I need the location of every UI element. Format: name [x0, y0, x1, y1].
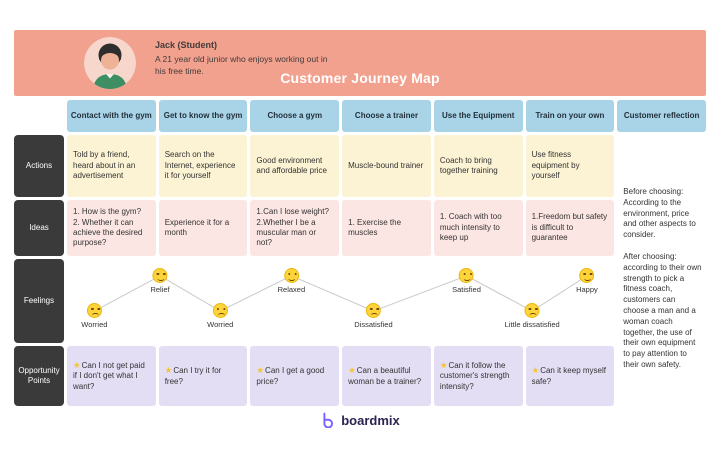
boardmix-logo-text[interactable]: boardmix — [341, 412, 400, 428]
cell-text: 1. Coach with too much intensity to keep… — [439, 212, 502, 243]
feeling-label: Relief — [150, 284, 170, 294]
persona-info: Jack (Student) A 21 year old junior who … — [155, 40, 333, 78]
cell-text: Can it keep myself safe? — [531, 366, 606, 386]
opportunity-cell-5[interactable]: ★Can it follow the customer's strength i… — [433, 346, 523, 406]
actions-cell-3[interactable]: Good environment and affordable price — [250, 135, 340, 197]
star-icon: ★ — [164, 365, 173, 376]
column-header-train-own[interactable]: Train on your own — [525, 100, 615, 132]
cell-text: Can I get a good price? — [256, 366, 325, 386]
ideas-cell-1[interactable]: 1. How is the gym? 2. Whether it can ach… — [67, 200, 156, 256]
footer: boardmix — [0, 412, 720, 428]
star-icon: ★ — [531, 365, 540, 376]
row-label-opportunity-points[interactable]: Opportunity Points — [14, 346, 64, 406]
actions-cell-1[interactable]: Told by a friend, heard about in an adve… — [67, 135, 156, 197]
feeling-point[interactable]: Satisfied — [452, 267, 481, 295]
opportunity-cell-1[interactable]: ★Can I not get paid if I don't get what … — [67, 346, 156, 406]
cell-text: Experience it for a month — [164, 217, 230, 237]
feeling-label: Relaxed — [277, 284, 306, 294]
sad-face-icon — [86, 303, 102, 319]
page-title: Customer Journey Map — [280, 70, 440, 86]
sad-face-icon — [212, 303, 228, 319]
ideas-cell-2[interactable]: Experience it for a month — [158, 200, 248, 256]
actions-cell-4[interactable]: Muscle-bound trainer — [342, 135, 431, 197]
feeling-label: Satisfied — [452, 284, 481, 294]
star-icon: ★ — [256, 365, 265, 376]
persona-description: A 21 year old junior who enjoys working … — [155, 54, 328, 76]
cell-text: Can it follow the customer's strength in… — [439, 360, 510, 391]
row-label-actions[interactable]: Actions — [14, 135, 64, 197]
star-icon: ★ — [439, 359, 448, 370]
ideas-cell-3[interactable]: 1.Can I lose weight? 2.Whether I be a mu… — [250, 200, 340, 256]
feeling-point[interactable]: Worried — [81, 303, 107, 330]
opportunity-cell-3[interactable]: ★Can I get a good price? — [250, 346, 340, 406]
cell-text: Can I try it for free? — [164, 366, 222, 386]
actions-cell-2[interactable]: Search on the Internet, experience it fo… — [158, 135, 248, 197]
cell-text: Coach to bring together training — [439, 155, 498, 175]
column-header-use-equipment[interactable]: Use the Equipment — [433, 100, 523, 132]
actions-cell-6[interactable]: Use fitness equipment by yourself — [525, 135, 615, 197]
reflection-before-text: Before choosing: According to the enviro… — [623, 187, 696, 240]
star-icon: ★ — [73, 359, 81, 370]
ideas-cell-6[interactable]: 1.Freedom but safety is difficult to gua… — [525, 200, 615, 256]
feelings-curve — [67, 259, 614, 343]
feeling-point[interactable]: Relief — [150, 267, 170, 295]
feeling-point[interactable]: Relaxed — [277, 267, 306, 295]
feeling-label: Worried — [81, 320, 108, 330]
cell-text: Can a beautiful woman be a trainer? — [348, 366, 422, 386]
cell-text: Told by a friend, heard about in an adve… — [73, 150, 136, 181]
happy-face-icon — [459, 267, 474, 283]
sad-face-icon — [524, 303, 540, 319]
feeling-point[interactable]: Worried — [207, 303, 233, 330]
opportunity-cell-4[interactable]: ★Can a beautiful woman be a trainer? — [342, 346, 431, 406]
ideas-cell-4[interactable]: 1. Exercise the muscles — [342, 200, 431, 256]
cell-text: Search on the Internet, experience it fo… — [164, 150, 236, 181]
feeling-point[interactable]: Happy — [576, 267, 598, 295]
row-label-ideas[interactable]: Ideas — [14, 200, 64, 256]
feeling-label: Little dissatisfied — [504, 320, 560, 330]
cell-text: Use fitness equipment by yourself — [531, 150, 580, 181]
feeling-label: Dissatisfied — [354, 320, 393, 330]
star-icon: ★ — [348, 365, 356, 376]
column-header-know-gym[interactable]: Get to know the gym — [158, 100, 248, 132]
reflection-cell[interactable]: Before choosing: According to the enviro… — [617, 135, 706, 406]
happy-face-icon — [152, 267, 168, 283]
avatar — [84, 37, 136, 89]
happy-face-icon — [579, 267, 595, 283]
opportunity-cell-2[interactable]: ★Can I try it for free? — [158, 346, 248, 406]
table-corner — [14, 100, 64, 132]
actions-cell-5[interactable]: Coach to bring together training — [433, 135, 523, 197]
boardmix-logo-icon[interactable] — [320, 412, 336, 428]
cell-text: 1.Can I lose weight? 2.Whether I be a mu… — [256, 207, 329, 248]
cell-text: 1. Exercise the muscles — [348, 217, 402, 237]
column-header-choose-trainer[interactable]: Choose a trainer — [342, 100, 431, 132]
reflection-after-text: After choosing: according to their own s… — [623, 251, 702, 369]
person-avatar-icon — [84, 37, 136, 89]
row-label-feelings[interactable]: Feelings — [14, 259, 64, 343]
column-header-choose-gym[interactable]: Choose a gym — [250, 100, 340, 132]
persona-banner: Jack (Student) A 21 year old junior who … — [14, 30, 706, 96]
journey-table: Contact with the gym Get to know the gym… — [14, 100, 706, 406]
feeling-point[interactable]: Little dissatisfied — [505, 303, 560, 330]
cell-text: 1. How is the gym? 2. Whether it can ach… — [73, 207, 143, 248]
opportunity-cell-6[interactable]: ★Can it keep myself safe? — [525, 346, 615, 406]
column-header-customer-reflection[interactable]: Customer reflection — [617, 100, 706, 132]
cell-text: 1.Freedom but safety is difficult to gua… — [531, 212, 608, 243]
ideas-cell-5[interactable]: 1. Coach with too much intensity to keep… — [433, 200, 523, 256]
persona-name: Jack (Student) — [155, 40, 218, 50]
cell-text: Muscle-bound trainer — [348, 160, 424, 170]
feeling-label: Happy — [576, 284, 598, 294]
column-header-contact-gym[interactable]: Contact with the gym — [67, 100, 156, 132]
feeling-label: Worried — [207, 320, 234, 330]
feeling-point[interactable]: Dissatisfied — [354, 303, 393, 330]
happy-face-icon — [283, 267, 299, 283]
cell-text: Good environment and affordable price — [256, 155, 327, 175]
sad-face-icon — [365, 303, 381, 319]
cell-text: Can I not get paid if I don't get what I… — [73, 360, 145, 391]
